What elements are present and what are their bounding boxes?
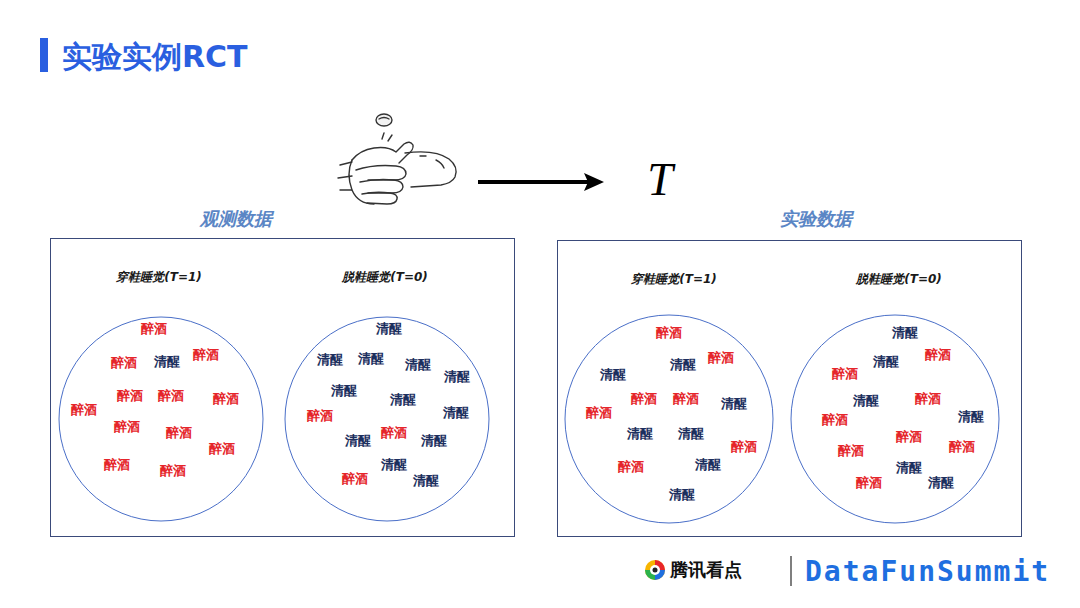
drunk-unit: 醉酒 — [166, 426, 192, 440]
footer-separator — [790, 556, 792, 586]
group-heading: 穿鞋睡觉(T=1) — [116, 271, 202, 284]
section-label: 观测数据 — [200, 209, 272, 229]
drunk-unit: 醉酒 — [832, 367, 858, 381]
section-label: 实验数据 — [780, 209, 852, 229]
sober-unit: 清醒 — [928, 476, 954, 490]
drunk-unit: 醉酒 — [856, 476, 882, 490]
drunk-unit: 醉酒 — [656, 326, 682, 340]
sober-unit: 清醒 — [421, 434, 447, 448]
drunk-unit: 醉酒 — [209, 442, 235, 456]
drunk-unit: 醉酒 — [915, 392, 941, 406]
drunk-unit: 醉酒 — [631, 392, 657, 406]
drunk-unit: 醉酒 — [708, 351, 734, 365]
group-heading: 穿鞋睡觉(T=1) — [631, 273, 717, 286]
drunk-unit: 醉酒 — [117, 389, 143, 403]
sober-unit: 清醒 — [896, 461, 922, 475]
sober-unit: 清醒 — [413, 474, 439, 488]
drunk-unit: 醉酒 — [158, 389, 184, 403]
sober-unit: 清醒 — [154, 355, 180, 369]
drunk-unit: 醉酒 — [193, 348, 219, 362]
group-circle: 穿鞋睡觉(T=1)醉酒清醒醉酒清醒醉酒醉酒清醒醉酒清醒清醒醉酒醉酒清醒清醒 — [564, 314, 774, 524]
drunk-unit: 醉酒 — [731, 440, 757, 454]
event-name: DataFunSummit — [805, 557, 1050, 588]
drunk-unit: 醉酒 — [618, 460, 644, 474]
slide-title: 实验实例RCT — [62, 40, 248, 73]
group-circle: 穿鞋睡觉(T=1)醉酒醉酒清醒醉酒醉酒醉酒醉酒醉酒醉酒醉酒醉酒醉酒醉酒 — [58, 316, 264, 522]
sober-unit: 清醒 — [376, 322, 402, 336]
sober-unit: 清醒 — [627, 427, 653, 441]
drunk-unit: 醉酒 — [342, 472, 368, 486]
sober-unit: 清醒 — [345, 434, 371, 448]
group-heading: 脱鞋睡觉(T=0) — [342, 271, 428, 284]
sober-unit: 清醒 — [358, 352, 384, 366]
drunk-unit: 醉酒 — [586, 406, 612, 420]
circle-outline — [58, 316, 264, 522]
sober-unit: 清醒 — [853, 394, 879, 408]
drunk-unit: 醉酒 — [896, 430, 922, 444]
drunk-unit: 醉酒 — [673, 392, 699, 406]
sober-unit: 清醒 — [443, 406, 469, 420]
drunk-unit: 醉酒 — [114, 420, 140, 434]
sober-unit: 清醒 — [721, 397, 747, 411]
logo-icon — [645, 560, 665, 580]
title-bar — [40, 38, 48, 72]
drunk-unit: 醉酒 — [160, 464, 186, 478]
sober-unit: 清醒 — [405, 358, 431, 372]
sober-unit: 清醒 — [381, 458, 407, 472]
drunk-unit: 醉酒 — [213, 392, 239, 406]
sober-unit: 清醒 — [892, 326, 918, 340]
treatment-arrow — [478, 173, 604, 191]
sober-unit: 清醒 — [669, 488, 695, 502]
sober-unit: 清醒 — [390, 393, 416, 407]
sober-unit: 清醒 — [317, 353, 343, 367]
brand-name: 腾讯看点 — [670, 560, 742, 580]
drunk-unit: 醉酒 — [949, 440, 975, 454]
drunk-unit: 醉酒 — [111, 356, 137, 370]
drunk-unit: 醉酒 — [307, 409, 333, 423]
data-panel: 观测数据穿鞋睡觉(T=1)醉酒醉酒清醒醉酒醉酒醉酒醉酒醉酒醉酒醉酒醉酒醉酒醉酒脱… — [50, 238, 515, 537]
coin-flip-hand — [338, 114, 456, 204]
sober-unit: 清醒 — [873, 355, 899, 369]
drunk-unit: 醉酒 — [141, 322, 167, 336]
drunk-unit: 醉酒 — [381, 426, 407, 440]
sober-unit: 清醒 — [958, 410, 984, 424]
drunk-unit: 醉酒 — [822, 413, 848, 427]
sober-unit: 清醒 — [331, 384, 357, 398]
sober-unit: 清醒 — [600, 368, 626, 382]
group-heading: 脱鞋睡觉(T=0) — [856, 273, 942, 286]
drunk-unit: 醉酒 — [104, 458, 130, 472]
drunk-unit: 醉酒 — [71, 403, 97, 417]
data-panel: 实验数据穿鞋睡觉(T=1)醉酒清醒醉酒清醒醉酒醉酒清醒醉酒清醒清醒醉酒醉酒清醒清… — [557, 240, 1022, 537]
sober-unit: 清醒 — [678, 427, 704, 441]
group-circle: 脱鞋睡觉(T=0)清醒清醒醉酒醉酒清醒醉酒清醒醉酒醉酒醉酒醉酒清醒醉酒清醒 — [790, 314, 1000, 524]
sober-unit: 清醒 — [695, 458, 721, 472]
drunk-unit: 醉酒 — [925, 348, 951, 362]
sober-unit: 清醒 — [670, 358, 696, 372]
sober-unit: 清醒 — [444, 370, 470, 384]
treatment-symbol: T — [647, 155, 673, 206]
drunk-unit: 醉酒 — [838, 444, 864, 458]
group-circle: 脱鞋睡觉(T=0)清醒清醒清醒清醒清醒清醒清醒醉酒清醒清醒醉酒清醒清醒醉酒清醒 — [284, 316, 490, 522]
